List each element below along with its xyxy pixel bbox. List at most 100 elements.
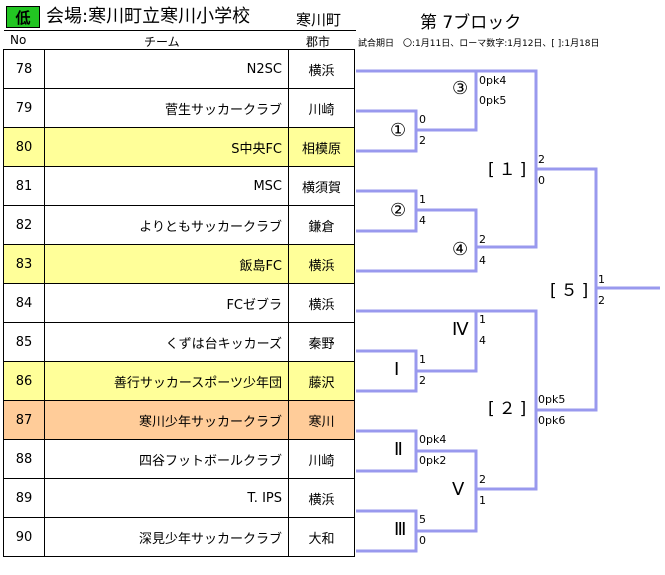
match-III-score-top: 5	[419, 513, 426, 526]
match-V-score-bottom: 1	[479, 494, 486, 507]
round-5-mark: [５]	[550, 281, 593, 301]
team-number: 86	[3, 361, 45, 401]
match-1-score-top: 0	[419, 113, 426, 126]
schedule-legend: 試合期日 〇:1月11日、ローマ数字:1月12日、[ ]:1月18日	[358, 39, 600, 49]
team-name: 飯島FC	[44, 244, 289, 284]
match-1-mark: ①	[390, 120, 407, 141]
host-city: 寒川町	[296, 11, 342, 29]
team-name: 寒川少年サッカークラブ	[44, 400, 289, 440]
bracket-line	[356, 109, 418, 153]
bracket-line	[416, 71, 478, 132]
team-number: 80	[3, 127, 45, 167]
bracket-line	[416, 208, 478, 247]
team-number: 81	[3, 166, 45, 206]
bracket-line	[416, 311, 478, 373]
bracket-line	[416, 489, 478, 533]
match-IV-mark: Ⅳ	[452, 319, 469, 340]
team-city: 秦野	[288, 322, 355, 362]
match-3-score-bottom: 0pk5	[479, 94, 507, 107]
team-city: 寒川	[288, 400, 355, 440]
team-number: 82	[3, 205, 45, 245]
match-II-score-bottom: 0pk2	[419, 454, 447, 467]
round-2-score-top: 0pk5	[538, 393, 566, 406]
col-header-city: 郡市	[306, 35, 331, 49]
match-III-mark: Ⅲ	[394, 519, 407, 540]
bracket-line	[356, 309, 538, 491]
match-IV-score-bottom: 4	[479, 334, 486, 347]
match-2-score-top: 1	[419, 193, 426, 206]
team-city: 藤沢	[288, 361, 355, 401]
bracket-line	[356, 509, 418, 553]
bracket-line	[356, 189, 418, 233]
grade-badge: 低	[6, 6, 40, 28]
team-city: 横須賀	[288, 166, 355, 206]
round-5-score-top: 1	[598, 273, 605, 286]
round-1-mark: [１]	[488, 160, 531, 180]
match-V-score-top: 2	[479, 473, 486, 486]
block-title: 第 7ブロック	[420, 13, 522, 33]
team-name: 四谷フットボールクラブ	[44, 439, 289, 479]
team-number: 78	[3, 49, 45, 89]
match-4-score-bottom: 4	[479, 254, 486, 267]
team-number: 79	[3, 88, 45, 128]
bracket-line	[356, 247, 478, 273]
team-number: 88	[3, 439, 45, 479]
team-name: S中央FC	[44, 127, 289, 167]
match-I-mark: Ⅰ	[394, 359, 400, 380]
team-number: 85	[3, 322, 45, 362]
team-city: 横浜	[288, 283, 355, 323]
match-III-score-bottom: 0	[419, 534, 426, 547]
team-city: 横浜	[288, 478, 355, 518]
match-IV-score-top: 1	[479, 313, 486, 326]
team-number: 83	[3, 244, 45, 284]
match-3-score-top: 0pk4	[479, 74, 507, 87]
match-II-mark: Ⅱ	[394, 439, 403, 460]
round-2-score-bottom: 0pk6	[538, 414, 566, 427]
match-4-score-top: 2	[479, 233, 486, 246]
bracket-line	[356, 429, 418, 473]
match-II-score-top: 0pk4	[419, 433, 447, 446]
team-city: 鎌倉	[288, 205, 355, 245]
bracket-line	[416, 449, 478, 489]
team-name: 深見少年サッカークラブ	[44, 517, 289, 557]
venue-title: 会場:寒川町立寒川小学校	[46, 6, 251, 27]
match-V-mark: Ⅴ	[452, 479, 465, 500]
team-city: 横浜	[288, 49, 355, 89]
team-name: N2SC	[44, 49, 289, 89]
team-city: 川崎	[288, 88, 355, 128]
team-city: 相模原	[288, 127, 355, 167]
bracket-line	[356, 349, 418, 393]
bracket-line	[356, 69, 538, 249]
team-city: 大和	[288, 517, 355, 557]
match-2-mark: ②	[390, 200, 407, 221]
team-name: FCゼブラ	[44, 283, 289, 323]
col-header-no: No	[10, 33, 27, 47]
round-1-score-top: 2	[538, 153, 545, 166]
round-1-score-bottom: 0	[538, 174, 545, 187]
match-I-score-top: 1	[419, 353, 426, 366]
match-1-score-bottom: 2	[419, 134, 426, 147]
round-5-score-bottom: 2	[598, 294, 605, 307]
team-number: 87	[3, 400, 45, 440]
team-name: 菅生サッカークラブ	[44, 88, 289, 128]
match-2-score-bottom: 4	[419, 214, 426, 227]
col-header-team: チーム	[144, 35, 180, 49]
round-2-mark: [２]	[488, 399, 531, 419]
match-I-score-bottom: 2	[419, 374, 426, 387]
team-name: MSC	[44, 166, 289, 206]
team-name: くずは台キッカーズ	[44, 322, 289, 362]
venue-underline	[4, 30, 356, 31]
match-4-mark: ④	[452, 239, 469, 260]
team-city: 川崎	[288, 439, 355, 479]
